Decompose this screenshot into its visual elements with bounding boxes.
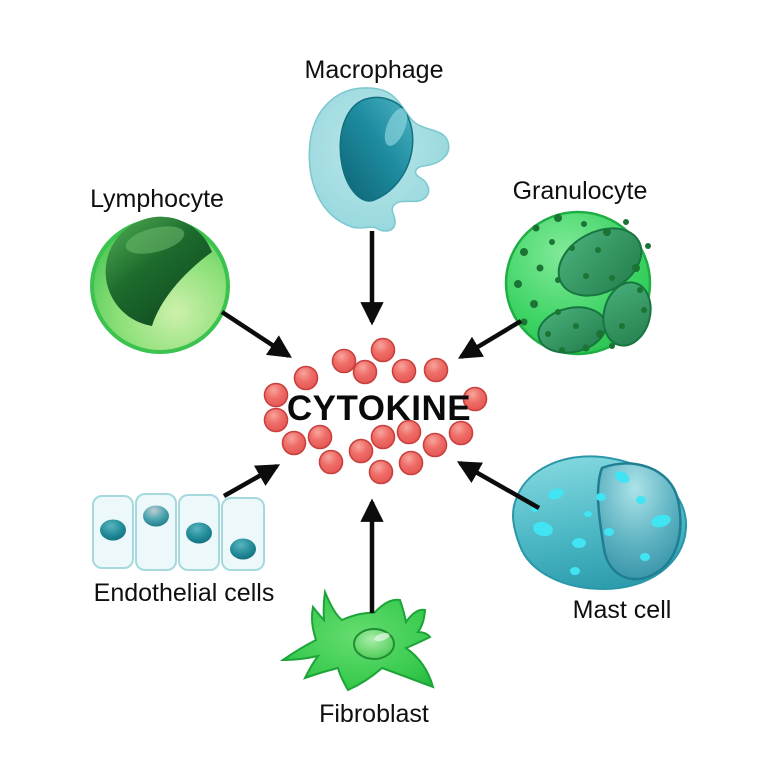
cytokine-dot — [263, 382, 289, 408]
lymphocyte-nucleus-highlight — [125, 226, 185, 254]
cytokine-dot — [348, 438, 374, 464]
arrow-from-granulocyte — [457, 319, 523, 359]
mast-cell-nucleus — [596, 462, 682, 581]
cytokine-dot — [307, 424, 333, 450]
lymphocyte-label: Lymphocyte — [90, 185, 224, 213]
lymphocyte-cell — [90, 216, 230, 354]
granulocyte-nucleus-lobe — [557, 227, 643, 297]
cytokine-dot — [398, 450, 424, 476]
granulocyte-label: Granulocyte — [513, 177, 648, 205]
cytokine-dot — [331, 348, 357, 374]
cytokine-dot — [352, 359, 378, 385]
arrow-from-mast — [456, 461, 541, 510]
endothelial-nucleus — [230, 538, 256, 560]
arrow-from-endothelial — [222, 464, 281, 498]
cytokine-dot — [448, 420, 474, 446]
cytokine-dot — [368, 459, 394, 485]
granulocyte-nucleus-lobe — [602, 281, 652, 347]
cytokine-dot — [370, 337, 396, 363]
endothelial-nucleus — [143, 505, 169, 527]
cytokine-dot — [370, 424, 396, 450]
cytokine-dot — [396, 419, 422, 445]
fibroblast-cell — [279, 588, 435, 692]
endothelial-cells — [92, 493, 265, 571]
fibroblast-label: Fibroblast — [319, 700, 429, 728]
cytokine-dot — [462, 386, 488, 412]
arrows — [220, 231, 541, 613]
endothelial-cell — [135, 493, 177, 571]
granulocyte-cell — [504, 210, 652, 356]
cytokine-dot — [293, 365, 319, 391]
endothelial-nucleus — [100, 519, 126, 541]
cytokine-dot — [422, 432, 448, 458]
granulocyte-granules — [514, 214, 651, 353]
mast-cell-label: Mast cell — [573, 596, 672, 624]
mast-cell — [512, 455, 688, 591]
cytokine-label: CYTOKINE — [287, 389, 471, 428]
fibroblast-nucleus-highlight — [374, 632, 390, 642]
cytokine-dot — [281, 430, 307, 456]
cytokine-dot — [318, 449, 344, 475]
endothelial-label: Endothelial cells — [94, 579, 275, 607]
endothelial-nucleus — [186, 522, 212, 544]
cytokine-dots — [263, 337, 488, 485]
mast-cell-granules — [531, 471, 671, 575]
macrophage-nucleus-highlight — [384, 108, 408, 146]
cytokine-dot — [391, 358, 417, 384]
macrophage-cell — [308, 87, 450, 232]
arrow-from-lymphocyte — [220, 310, 292, 358]
cytokine-dot — [423, 357, 449, 383]
macrophage-label: Macrophage — [305, 56, 444, 84]
cytokine-dot — [263, 407, 289, 433]
